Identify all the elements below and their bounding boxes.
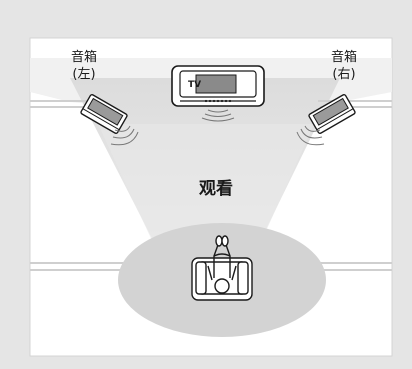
speaker-left-title: 音箱 bbox=[71, 49, 97, 65]
right-speaker-icon bbox=[308, 94, 356, 134]
sound-beam-inner bbox=[98, 124, 314, 258]
sound-wave-icon bbox=[296, 125, 325, 146]
speaker-left-label: 音箱 (左) bbox=[71, 49, 97, 82]
tv-icon: TV bbox=[171, 65, 265, 107]
viewer-sofa-icon bbox=[191, 235, 253, 301]
speaker-left-side: (左) bbox=[72, 67, 95, 82]
speaker-right-title: 音箱 bbox=[331, 49, 357, 65]
sound-wave-icon bbox=[201, 109, 235, 122]
sound-wave-icon bbox=[110, 125, 139, 146]
left-speaker-icon bbox=[80, 94, 128, 134]
viewing-label: 观看 bbox=[198, 178, 233, 199]
speaker-right-label: 音箱 (右) bbox=[331, 49, 357, 82]
tv-label: TV bbox=[188, 80, 201, 90]
speaker-right-side: (右) bbox=[332, 67, 355, 82]
